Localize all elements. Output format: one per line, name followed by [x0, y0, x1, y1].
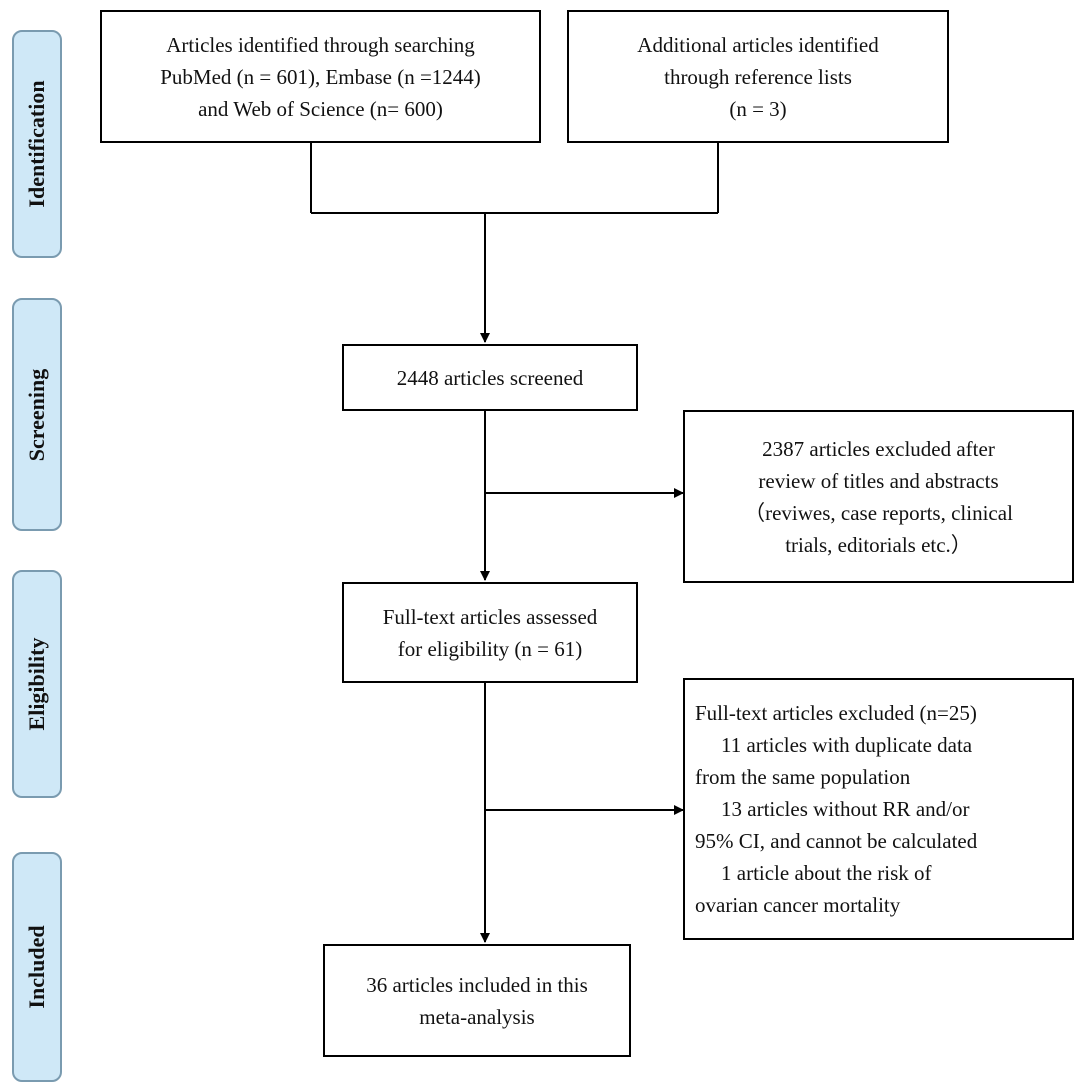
full-text-excluded-line-4: 13 articles without RR and/or	[721, 797, 970, 821]
box-excluded-titles: 2387 articles excluded after review of t…	[683, 410, 1074, 583]
excluded-titles-line-3: （reviwes, case reports, clinical	[744, 500, 1013, 525]
full-text-excluded-line-5: 95% CI, and cannot be calculated	[695, 829, 978, 853]
stage-eligibility: Eligibility	[12, 570, 62, 798]
database-search-line-1: Articles identified through searching	[166, 32, 475, 57]
full-text-assessed-line-2: for eligibility (n = 61)	[397, 636, 583, 661]
box-screened: 2448 articles screened	[342, 344, 638, 411]
reference-lists-line-1: Additional articles identified	[637, 32, 879, 57]
full-text-excluded-line-2: 11 articles with duplicate data	[721, 733, 973, 757]
stage-included: Included	[12, 852, 62, 1082]
full-text-excluded-line-3: from the same population	[695, 765, 911, 789]
included-line-1: 36 articles included in this	[366, 972, 588, 997]
stage-identification: Identification	[12, 30, 62, 258]
box-reference-lists: Additional articles identified through r…	[567, 10, 949, 143]
full-text-excluded-line-1: Full-text articles excluded (n=25)	[695, 701, 977, 725]
full-text-excluded-line-6: 1 article about the risk of	[721, 861, 932, 885]
database-search-line-3: and Web of Science (n= 600)	[198, 96, 443, 121]
reference-lists-line-3: (n = 3)	[729, 96, 787, 121]
reference-lists-line-2: through reference lists	[664, 64, 852, 89]
box-included: 36 articles included in this meta-analys…	[323, 944, 631, 1057]
database-search-line-2: PubMed (n = 601), Embase (n =1244)	[160, 64, 481, 89]
included-line-2: meta-analysis	[419, 1004, 535, 1029]
excluded-titles-line-2: review of titles and abstracts	[758, 468, 999, 493]
box-full-text-excluded: Full-text articles excluded (n=25) 11 ar…	[683, 678, 1074, 940]
full-text-assessed-line-1: Full-text articles assessed	[382, 604, 598, 629]
full-text-excluded-line-7: ovarian cancer mortality	[695, 893, 901, 917]
screened-line-1: 2448 articles screened	[396, 365, 584, 390]
stage-screening: Screening	[12, 298, 62, 531]
box-database-search: Articles identified through searching Pu…	[100, 10, 541, 143]
excluded-titles-line-1: 2387 articles excluded after	[762, 436, 995, 461]
excluded-titles-line-4: trials, editorials etc.）	[785, 532, 972, 557]
box-full-text-assessed: Full-text articles assessed for eligibil…	[342, 582, 638, 683]
